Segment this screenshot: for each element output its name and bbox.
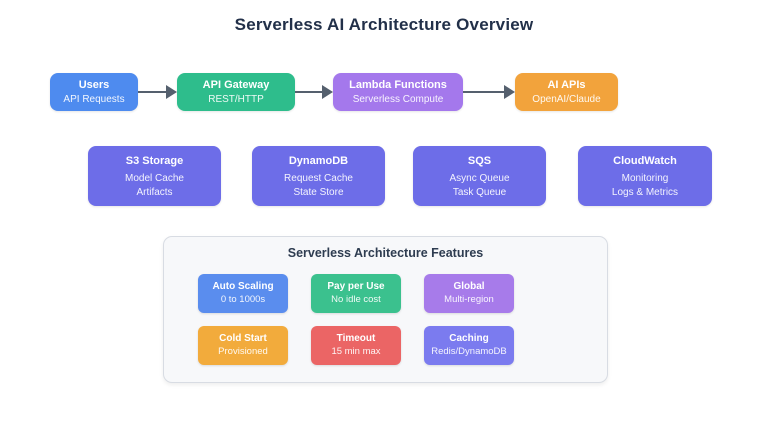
service-box-sqs: SQS Async Queue Task Queue xyxy=(413,146,546,206)
service-title: S3 Storage xyxy=(125,154,184,167)
arrow-shaft xyxy=(138,90,168,93)
flow-node-api-gateway: API Gateway REST/HTTP xyxy=(177,73,295,111)
flow-node-title: Lambda Functions xyxy=(349,78,447,91)
service-line: Artifacts xyxy=(136,186,173,198)
feature-card-pay-per-use: Pay per Use No idle cost xyxy=(311,274,401,313)
arrow-head xyxy=(322,85,333,99)
feature-card-caching: Caching Redis/DynamoDB xyxy=(424,326,514,365)
feature-subtitle: 0 to 1000s xyxy=(220,294,266,306)
arrow-head xyxy=(504,85,515,99)
service-title: SQS xyxy=(467,154,492,167)
arrow-shaft xyxy=(463,90,506,93)
service-line: Monitoring xyxy=(621,172,669,184)
feature-card-timeout: Timeout 15 min max xyxy=(311,326,401,365)
feature-subtitle: Multi-region xyxy=(444,294,494,306)
service-box-dynamodb: DynamoDB Request Cache State Store xyxy=(252,146,385,206)
features-panel-title: Serverless Architecture Features xyxy=(287,246,484,260)
service-line: Logs & Metrics xyxy=(611,186,679,198)
flow-node-ai-apis: AI APIs OpenAI/Claude xyxy=(515,73,618,111)
feature-card-cold-start: Cold Start Provisioned xyxy=(198,326,288,365)
feature-title: Global xyxy=(453,281,485,293)
flow-node-subtitle: OpenAI/Claude xyxy=(532,94,601,106)
flow-node-users: Users API Requests xyxy=(50,73,138,111)
flow-node-subtitle: REST/HTTP xyxy=(208,94,264,106)
service-box-s3-storage: S3 Storage Model Cache Artifacts xyxy=(88,146,221,206)
arrow-right-icon xyxy=(295,85,333,99)
feature-title: Caching xyxy=(449,333,489,345)
arrow-shaft xyxy=(295,90,324,93)
flow-node-title: AI APIs xyxy=(547,78,586,91)
feature-subtitle: Provisioned xyxy=(218,346,268,358)
feature-title: Pay per Use xyxy=(327,281,385,293)
service-line: Request Cache xyxy=(284,172,353,184)
feature-subtitle: Redis/DynamoDB xyxy=(431,346,507,358)
features-panel: Serverless Architecture Features Auto Sc… xyxy=(163,236,608,383)
arrow-right-icon xyxy=(138,85,177,99)
feature-title: Timeout xyxy=(336,333,376,345)
flow-node-lambda-functions: Lambda Functions Serverless Compute xyxy=(333,73,463,111)
service-line: Model Cache xyxy=(125,172,184,184)
service-line: Async Queue xyxy=(449,172,510,184)
flow-node-subtitle: API Requests xyxy=(63,94,125,106)
arrow-head xyxy=(166,85,177,99)
feature-card-global: Global Multi-region xyxy=(424,274,514,313)
feature-subtitle: 15 min max xyxy=(331,346,381,358)
feature-subtitle: No idle cost xyxy=(331,294,381,306)
page-title: Serverless AI Architecture Overview xyxy=(234,15,534,34)
arrow-right-icon xyxy=(463,85,515,99)
feature-title: Cold Start xyxy=(219,333,267,345)
flow-node-title: Users xyxy=(78,78,110,91)
flow-node-title: API Gateway xyxy=(202,78,270,91)
feature-title: Auto Scaling xyxy=(212,281,274,293)
service-title: DynamoDB xyxy=(288,154,349,167)
service-box-cloudwatch: CloudWatch Monitoring Logs & Metrics xyxy=(578,146,712,206)
service-line: Task Queue xyxy=(452,186,507,198)
service-line: State Store xyxy=(293,186,344,198)
feature-card-auto-scaling: Auto Scaling 0 to 1000s xyxy=(198,274,288,313)
flow-node-subtitle: Serverless Compute xyxy=(352,94,444,106)
service-title: CloudWatch xyxy=(613,154,677,167)
